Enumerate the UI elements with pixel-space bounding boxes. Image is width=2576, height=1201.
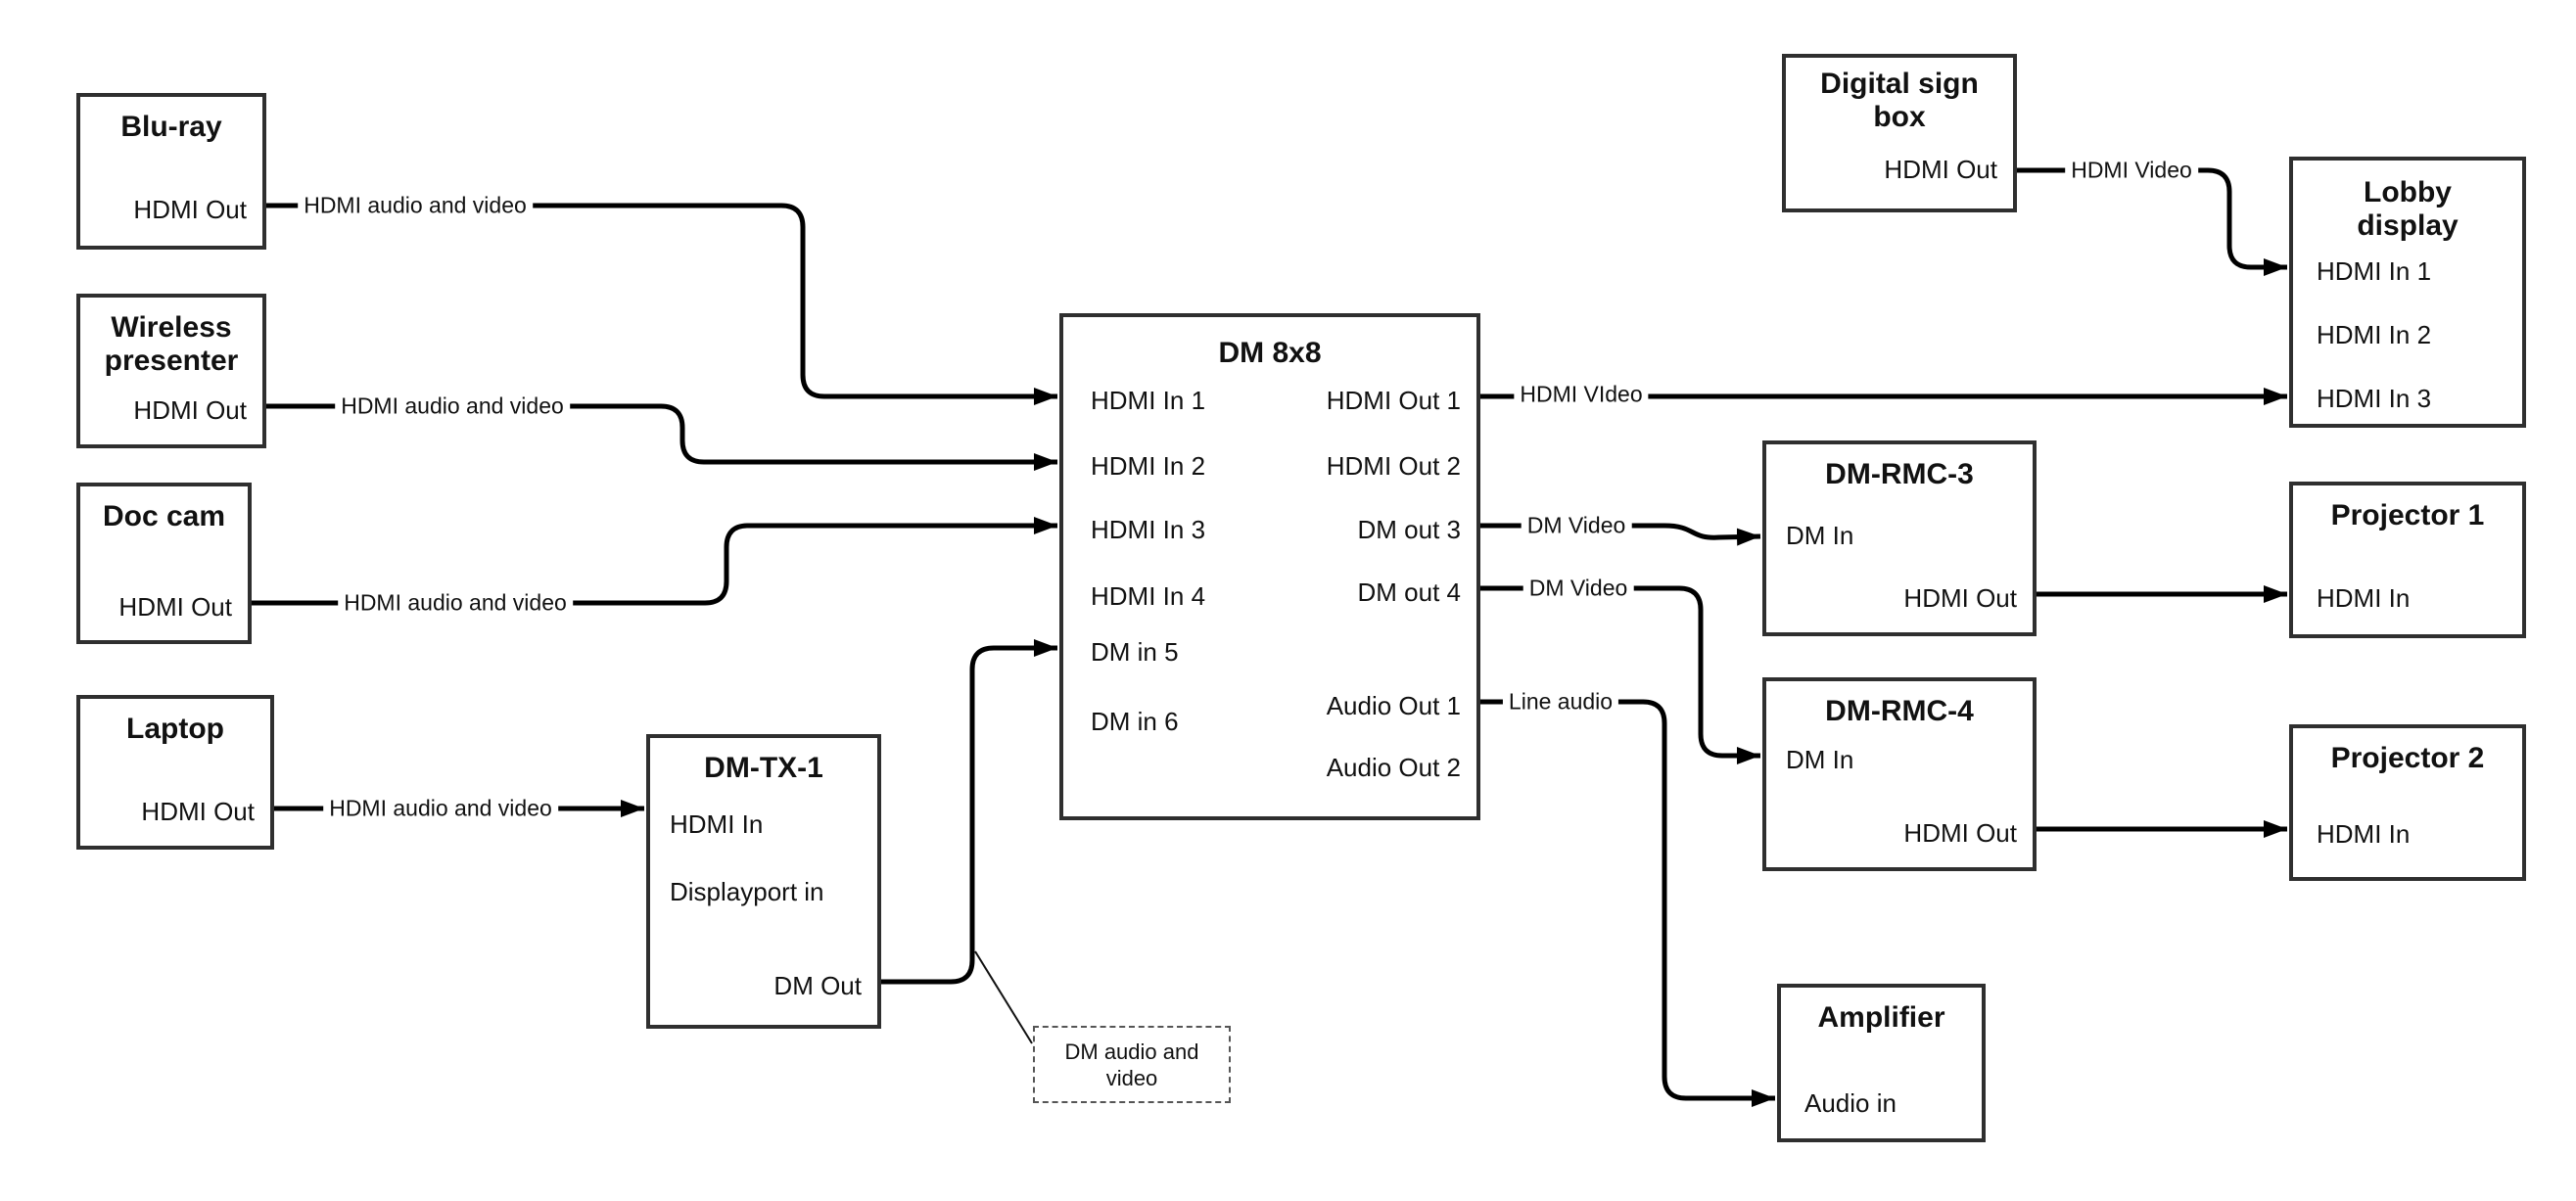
port-wireless-hdmi-out: HDMI Out <box>133 395 247 425</box>
port-dm8x8-dm-in-5: DM in 5 <box>1091 637 1179 667</box>
node-dmrmc3-title: DM-RMC-3 <box>1825 458 1974 490</box>
wire-dmtx1-to-dm8x8-in5 <box>881 639 1057 985</box>
wire-label-dm-video-4: DM Video <box>1522 575 1634 602</box>
wire-label-bluray-feed: HDMI audio and video <box>298 192 533 219</box>
wire-label-hdmi-video-out1: HDMI VIdeo <box>1514 381 1649 408</box>
node-doc-cam: Doc cam HDMI Out <box>76 483 252 644</box>
wire-label-dm-video-3: DM Video <box>1521 512 1632 539</box>
port-dm8x8-hdmi-out-1: HDMI Out 1 <box>1326 386 1461 415</box>
port-lobby-hdmi-in-2: HDMI In 2 <box>2317 320 2432 349</box>
port-doccam-hdmi-out: HDMI Out <box>118 592 232 622</box>
port-dmtx1-hdmi-in: HDMI In <box>670 809 764 839</box>
port-dm8x8-dm-in-6: DM in 6 <box>1091 707 1179 736</box>
node-amplifier-title: Amplifier <box>1817 1001 1945 1034</box>
node-wireless-title: Wireless presenter <box>104 311 239 377</box>
port-dm8x8-hdmi-in-2: HDMI In 2 <box>1091 451 1206 481</box>
node-laptop: Laptop HDMI Out <box>76 695 274 850</box>
node-dm-tx-1: DM-TX-1 HDMI In Displayport in DM Out <box>646 734 881 1029</box>
node-projector-2: Projector 2 HDMI In <box>2289 724 2526 881</box>
node-amplifier: Amplifier Audio in <box>1777 984 1986 1142</box>
port-proj2-hdmi-in: HDMI In <box>2317 819 2411 849</box>
port-dm8x8-audio-out-2: Audio Out 2 <box>1326 753 1461 782</box>
callout-dm-audio-video: DM audio and video <box>1033 1026 1231 1103</box>
node-doccam-title: Doc cam <box>102 500 226 532</box>
wire-dm8x8-audio1-to-amplifier <box>1480 699 1775 1107</box>
port-dm8x8-audio-out-1: Audio Out 1 <box>1326 691 1461 720</box>
wire-label-wireless-feed: HDMI audio and video <box>335 393 570 420</box>
wire-dm8x8-out3-to-dmrmc3 <box>1480 523 1761 546</box>
node-projector-1: Projector 1 HDMI In <box>2289 482 2526 638</box>
port-amplifier-audio-in: Audio in <box>1804 1088 1897 1118</box>
node-lobby-title: Lobby display <box>2357 176 2459 242</box>
wire-wireless-to-dm8x8-in2 <box>266 403 1057 471</box>
port-laptop-hdmi-out: HDMI Out <box>141 797 255 826</box>
node-digitalsign-title: Digital sign box <box>1820 68 1979 133</box>
port-bluray-hdmi-out: HDMI Out <box>133 195 247 224</box>
node-laptop-title: Laptop <box>126 713 224 745</box>
node-bluray-title: Blu-ray <box>120 111 222 143</box>
port-dm8x8-hdmi-in-1: HDMI In 1 <box>1091 386 1206 415</box>
port-dmrmc4-hdmi-out: HDMI Out <box>1903 818 2017 848</box>
callout-leader-line <box>974 950 1033 1044</box>
port-dmtx1-dm-out: DM Out <box>773 971 862 1000</box>
port-dm8x8-dm-out-3: DM out 3 <box>1357 515 1462 544</box>
node-dm-rmc-4: DM-RMC-4 DM In HDMI Out <box>1762 677 2037 871</box>
node-dm-8x8: DM 8x8 HDMI In 1 HDMI In 2 HDMI In 3 HDM… <box>1059 313 1480 820</box>
port-dm8x8-hdmi-in-4: HDMI In 4 <box>1091 581 1206 611</box>
wire-label-laptop-feed: HDMI audio and video <box>323 795 558 822</box>
node-dmrmc4-title: DM-RMC-4 <box>1825 695 1974 727</box>
port-dm8x8-hdmi-in-3: HDMI In 3 <box>1091 515 1206 544</box>
wire-dm8x8-out4-to-dmrmc4 <box>1480 585 1760 764</box>
port-digitalsign-hdmi-out: HDMI Out <box>1884 155 1997 184</box>
wire-digitalsign-to-lobby-in1 <box>2017 167 2287 276</box>
node-wireless-presenter: Wireless presenter HDMI Out <box>76 294 266 448</box>
port-dmrmc3-hdmi-out: HDMI Out <box>1903 583 2017 613</box>
wire-label-sign-video: HDMI Video <box>2065 157 2198 184</box>
node-proj1-title: Projector 1 <box>2330 499 2485 531</box>
node-lobby-display: Lobby display HDMI In 1 HDMI In 2 HDMI I… <box>2289 157 2526 428</box>
wire-doccam-to-dm8x8-in3 <box>252 517 1057 606</box>
port-dmtx1-displayport-in: Displayport in <box>670 877 824 906</box>
port-lobby-hdmi-in-3: HDMI In 3 <box>2317 384 2432 413</box>
port-dmrmc3-dm-in: DM In <box>1786 521 1854 550</box>
node-dmtx1-title: DM-TX-1 <box>704 752 823 784</box>
node-proj2-title: Projector 2 <box>2330 742 2485 774</box>
port-lobby-hdmi-in-1: HDMI In 1 <box>2317 256 2432 286</box>
port-dmrmc4-dm-in: DM In <box>1786 745 1854 774</box>
port-dm8x8-hdmi-out-2: HDMI Out 2 <box>1326 451 1461 481</box>
wire-label-line-audio: Line audio <box>1502 688 1619 716</box>
node-dm-rmc-3: DM-RMC-3 DM In HDMI Out <box>1762 440 2037 636</box>
node-dm8x8-title: DM 8x8 <box>1218 337 1322 369</box>
node-digital-sign-box: Digital sign box HDMI Out <box>1782 54 2017 212</box>
wire-label-doccam-feed: HDMI audio and video <box>338 589 573 617</box>
node-bluray: Blu-ray HDMI Out <box>76 93 266 250</box>
wire-bluray-to-dm8x8-in1 <box>266 203 1057 405</box>
port-dm8x8-dm-out-4: DM out 4 <box>1357 577 1462 607</box>
port-proj1-hdmi-in: HDMI In <box>2317 583 2411 613</box>
